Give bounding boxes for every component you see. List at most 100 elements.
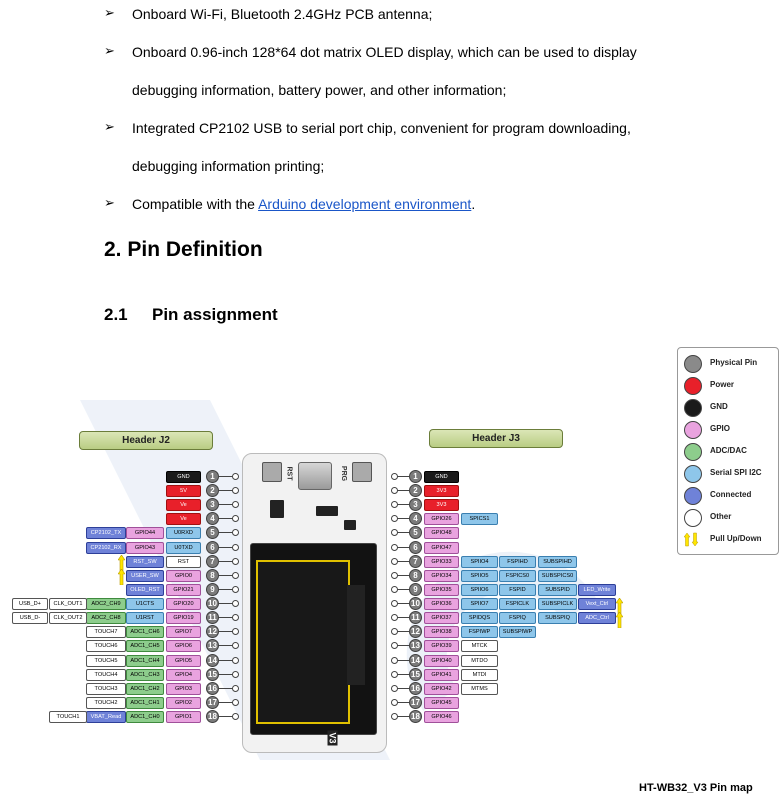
pin-header-dot xyxy=(232,585,239,593)
pin-tag-left-18-1: GPIO1 xyxy=(166,711,201,724)
pin-header-dot xyxy=(232,473,239,480)
pin-connector-line xyxy=(219,546,233,548)
pin-tag-right-8-1: GPIO34 xyxy=(424,569,459,582)
pin-tag-right-9-2: SPIIO6 xyxy=(461,583,498,596)
bullet-arrow-icon: ➢ xyxy=(104,43,115,58)
pin-tag-left-17-2: ADC1_CH1 xyxy=(126,696,164,709)
pin-connector-line xyxy=(219,603,233,605)
pin-tag-right-13-1: GPIO39 xyxy=(424,640,459,653)
pin-header-dot xyxy=(232,642,239,650)
pin-tag-left-18-2: ADC1_CH0 xyxy=(126,711,164,724)
physical-pin-right-14: 14 xyxy=(409,653,422,667)
legend-swatch xyxy=(684,509,702,527)
pin-connector-line xyxy=(397,631,409,633)
pin-connector-line xyxy=(219,532,233,534)
pin-tag-right-8-4: SUBSPICS0 xyxy=(538,569,577,582)
arduino-link[interactable]: Arduino development environment xyxy=(258,196,472,212)
pin-tag-left-5-1: U0RXD xyxy=(166,527,201,540)
pin-tag-left-6-3: CP2102_RX xyxy=(86,541,126,554)
pin-header-dot xyxy=(232,543,239,551)
pin-header-dot xyxy=(232,529,239,537)
bullet-4-line-1: Compatible with the Arduino development … xyxy=(132,196,475,213)
pin-connector-line xyxy=(397,716,409,718)
pin-tag-right-7-3: FSPIHD xyxy=(499,555,536,568)
physical-pin-left-5: 5 xyxy=(206,526,219,540)
pin-tag-left-6-1: U0TXD xyxy=(166,541,201,554)
pin-connector-line xyxy=(397,574,409,576)
bullet-arrow-icon: ➢ xyxy=(104,5,115,20)
pin-tag-right-11-3: FSPIQ xyxy=(499,612,536,625)
pin-header-dot xyxy=(232,670,239,678)
pin-connector-line xyxy=(397,617,409,619)
bullet-arrow-icon: ➢ xyxy=(104,195,115,210)
physical-pin-right-16: 16 xyxy=(409,681,422,695)
pin-connector-line xyxy=(219,617,233,619)
pin-tag-right-4-2: SPICS1 xyxy=(461,513,498,526)
pin-tag-right-14-1: GPIO40 xyxy=(424,654,459,667)
pin-tag-left-16-1: GPIO3 xyxy=(166,682,201,695)
pin-tag-right-11-1: GPIO37 xyxy=(424,612,459,625)
pin-connector-line xyxy=(219,518,233,520)
pin-tag-right-5-1: GPIO48 xyxy=(424,527,459,540)
pin-tag-right-12-3: SUBSPIWP xyxy=(499,626,536,639)
pin-tag-right-7-2: SPIIO4 xyxy=(461,555,498,568)
legend-label: GND xyxy=(710,402,728,411)
pin-tag-right-15-1: GPIO41 xyxy=(424,668,459,681)
legend-swatch xyxy=(684,399,702,417)
pin-tag-right-11-4: SUBSPIQ xyxy=(538,612,577,625)
legend-item: Other xyxy=(684,509,774,527)
legend-swatch xyxy=(684,355,702,373)
pin-connector-line xyxy=(397,504,409,506)
pin-tag-right-9-4: SUBSPID xyxy=(538,583,577,596)
physical-pin-right-2: 2 xyxy=(409,484,422,498)
pin-tag-left-12-2: ADC1_CH6 xyxy=(126,626,164,639)
board-chip xyxy=(270,500,284,518)
bullet-4-period: . xyxy=(471,196,476,212)
pin-tag-left-16-3: TOUCH3 xyxy=(86,682,126,695)
pin-connector-line xyxy=(219,588,233,590)
bullet-1-line-1: Onboard Wi-Fi, Bluetooth 2.4GHz PCB ante… xyxy=(132,6,433,22)
legend-swatch xyxy=(684,421,702,439)
physical-pin-left-11: 11 xyxy=(206,611,219,625)
physical-pin-left-12: 12 xyxy=(206,625,219,639)
pin-header-dot xyxy=(232,698,239,706)
pin-tag-left-7-2: RST_SW xyxy=(126,555,164,568)
pin-connector-line xyxy=(397,476,409,477)
pin-tag-right-9-3: FSPID xyxy=(499,583,536,596)
pin-connector-line xyxy=(397,518,409,520)
pin-header-dot xyxy=(232,515,239,523)
pin-connector-line xyxy=(219,490,233,492)
legend-swatch xyxy=(684,465,702,483)
pin-connector-line xyxy=(219,701,233,703)
bullet-2-line-1: Onboard 0.96-inch 128*64 dot matrix OLED… xyxy=(132,44,637,60)
pin-connector-line xyxy=(219,659,233,661)
pin-connector-line xyxy=(397,603,409,605)
rst-button[interactable] xyxy=(262,462,282,482)
physical-pin-right-1: 1 xyxy=(409,470,422,483)
pin-tag-right-12-1: GPIO38 xyxy=(424,626,459,639)
legend-label: Other xyxy=(710,512,732,521)
pin-tag-right-15-2: MTDI xyxy=(461,668,498,681)
legend-item: Pull Up/Down xyxy=(683,531,774,549)
subsection-number: 2.1 xyxy=(104,305,128,324)
pin-connector-line xyxy=(397,532,409,534)
physical-pin-left-6: 6 xyxy=(206,540,219,554)
prg-button[interactable] xyxy=(352,462,372,482)
pin-tag-left-14-1: GPIO5 xyxy=(166,654,201,667)
physical-pin-right-9: 9 xyxy=(409,582,422,596)
physical-pin-left-14: 14 xyxy=(206,653,219,667)
pin-tag-right-10-4: SUBSPICLK xyxy=(538,598,577,611)
pin-tag-left-15-1: GPIO4 xyxy=(166,668,201,681)
board-version: V3 xyxy=(327,730,338,746)
pin-header-dot xyxy=(232,713,239,721)
pin-tag-right-10-1: GPIO36 xyxy=(424,598,459,611)
pin-connector-line xyxy=(219,716,233,718)
pin-header-dot xyxy=(232,684,239,692)
header-j2-label: Header J2 xyxy=(79,431,213,450)
pin-tag-right-16-1: GPIO42 xyxy=(424,682,459,695)
pin-tag-right-9-5: LED_Write xyxy=(578,583,616,596)
pin-tag-right-8-3: FSPICS0 xyxy=(499,569,536,582)
pin-tag-left-13-1: GPIO6 xyxy=(166,640,201,653)
figure-caption: HT-WB32_V3 Pin map xyxy=(639,782,753,794)
physical-pin-right-15: 15 xyxy=(409,667,422,681)
